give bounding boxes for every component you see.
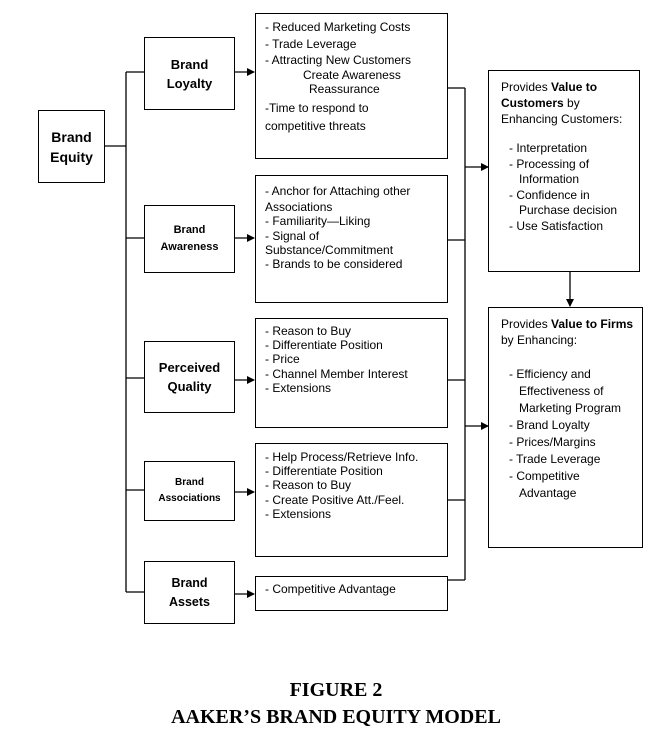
brand-equity-line2: Equity xyxy=(50,148,93,165)
firm-value-item: Advantage xyxy=(519,486,577,500)
brand-assets-line2: Assets xyxy=(169,594,210,609)
customers-heading-bold1: Value to xyxy=(551,80,598,94)
value-to-firms-box: Provides Value to Firms by Enhancing: - … xyxy=(488,307,643,548)
perceived-quality-box: Perceived Quality xyxy=(144,341,235,413)
brand-equity-line1: Brand xyxy=(51,128,92,145)
customer-value-item: - Confidence in xyxy=(509,187,590,202)
associations-benefits-box: - Help Process/Retrieve Info. - Differen… xyxy=(255,443,448,557)
benefit-item: - Extensions xyxy=(265,380,332,395)
customer-value-item: - Use Satisfaction xyxy=(509,218,604,233)
firm-value-item: - Brand Loyalty xyxy=(509,418,590,432)
benefit-item: - Anchor for Attaching other xyxy=(265,184,411,198)
firm-value-item: - Trade Leverage xyxy=(509,452,601,466)
customer-value-item: - Interpretation xyxy=(509,141,588,155)
figure-number: FIGURE 2 xyxy=(289,679,383,701)
benefit-item: - Differentiate Position xyxy=(265,464,383,479)
benefit-item: - Trade Leverage xyxy=(265,36,357,51)
benefit-item: - Brands to be considered xyxy=(265,257,403,272)
brand-associations-box: Brand Associations xyxy=(144,461,235,521)
benefit-item: - Familiarity—Liking xyxy=(265,214,371,229)
firms-heading-bold: Value to Firms xyxy=(551,317,634,331)
benefit-item: - Differentiate Position xyxy=(265,338,383,353)
customers-heading-bold2: Customers xyxy=(501,96,564,110)
brand-loyalty-line1: Brand xyxy=(170,56,209,72)
firm-value-item: - Efficiency and xyxy=(509,367,591,381)
customer-value-item: - Processing of xyxy=(509,156,590,171)
benefit-item: - Help Process/Retrieve Info. xyxy=(265,450,419,464)
benefit-item: - Reason to Buy xyxy=(265,324,352,338)
customer-value-item: Purchase decision xyxy=(519,203,618,217)
brand-loyalty-line2: Loyalty xyxy=(166,75,213,91)
brand-equity-box: Brand Equity xyxy=(38,110,105,183)
benefit-item: - Channel Member Interest xyxy=(265,366,408,381)
benefit-item: - Reason to Buy xyxy=(265,478,352,493)
value-to-customers-box: Provides Value to Customers by Enhancing… xyxy=(488,70,640,272)
brand-assets-box: Brand Assets xyxy=(144,561,235,624)
benefit-item: Create Awareness xyxy=(303,67,401,82)
loyalty-benefits-box: - Reduced Marketing Costs - Trade Levera… xyxy=(255,13,448,159)
benefit-item: - Extensions xyxy=(265,506,332,521)
customers-heading-pre: Provides xyxy=(501,80,552,94)
brand-loyalty-box: Brand Loyalty xyxy=(144,37,235,110)
customer-value-item: Information xyxy=(519,172,580,186)
benefit-item: - Competitive Advantage xyxy=(265,582,396,596)
firm-value-item: Marketing Program xyxy=(519,401,622,415)
benefit-item: -Time to respond to xyxy=(265,100,369,115)
firm-value-item: - Competitive xyxy=(509,469,580,483)
benefit-item: Substance/Commitment xyxy=(265,242,394,257)
benefit-item: Associations xyxy=(265,200,333,215)
benefit-item: - Create Positive Att./Feel. xyxy=(265,492,405,507)
perceived-quality-line1: Perceived xyxy=(158,360,221,375)
brand-assets-line1: Brand xyxy=(171,575,208,590)
firm-value-item: - Prices/Margins xyxy=(509,435,596,449)
assets-benefits-box: - Competitive Advantage xyxy=(255,576,448,611)
firms-heading-line2: by Enhancing: xyxy=(501,333,578,347)
brand-associations-line1: Brand xyxy=(175,477,204,488)
awareness-benefits-box: - Anchor for Attaching other Association… xyxy=(255,175,448,303)
figure-title: AAKER’S BRAND EQUITY MODEL xyxy=(171,706,501,728)
benefit-item: - Signal of xyxy=(265,228,320,243)
customers-heading-post: by xyxy=(563,96,580,110)
quality-benefits-box: - Reason to Buy - Differentiate Position… xyxy=(255,318,448,428)
brand-awareness-line2: Awareness xyxy=(160,241,219,253)
benefit-item: - Attracting New Customers xyxy=(265,53,412,68)
firms-heading-pre: Provides xyxy=(501,317,552,331)
customers-heading-line3: Enhancing Customers: xyxy=(501,112,623,126)
brand-awareness-box: Brand Awareness xyxy=(144,205,235,273)
benefit-item: competitive threats xyxy=(265,118,366,133)
perceived-quality-line2: Quality xyxy=(167,379,212,394)
benefit-item: - Reduced Marketing Costs xyxy=(265,20,411,34)
brand-associations-line2: Associations xyxy=(158,493,221,504)
benefit-item: - Price xyxy=(265,352,300,367)
benefit-item: Reassurance xyxy=(309,82,380,97)
firm-value-item: Effectiveness of xyxy=(519,384,604,398)
brand-awareness-line1: Brand xyxy=(173,224,206,236)
